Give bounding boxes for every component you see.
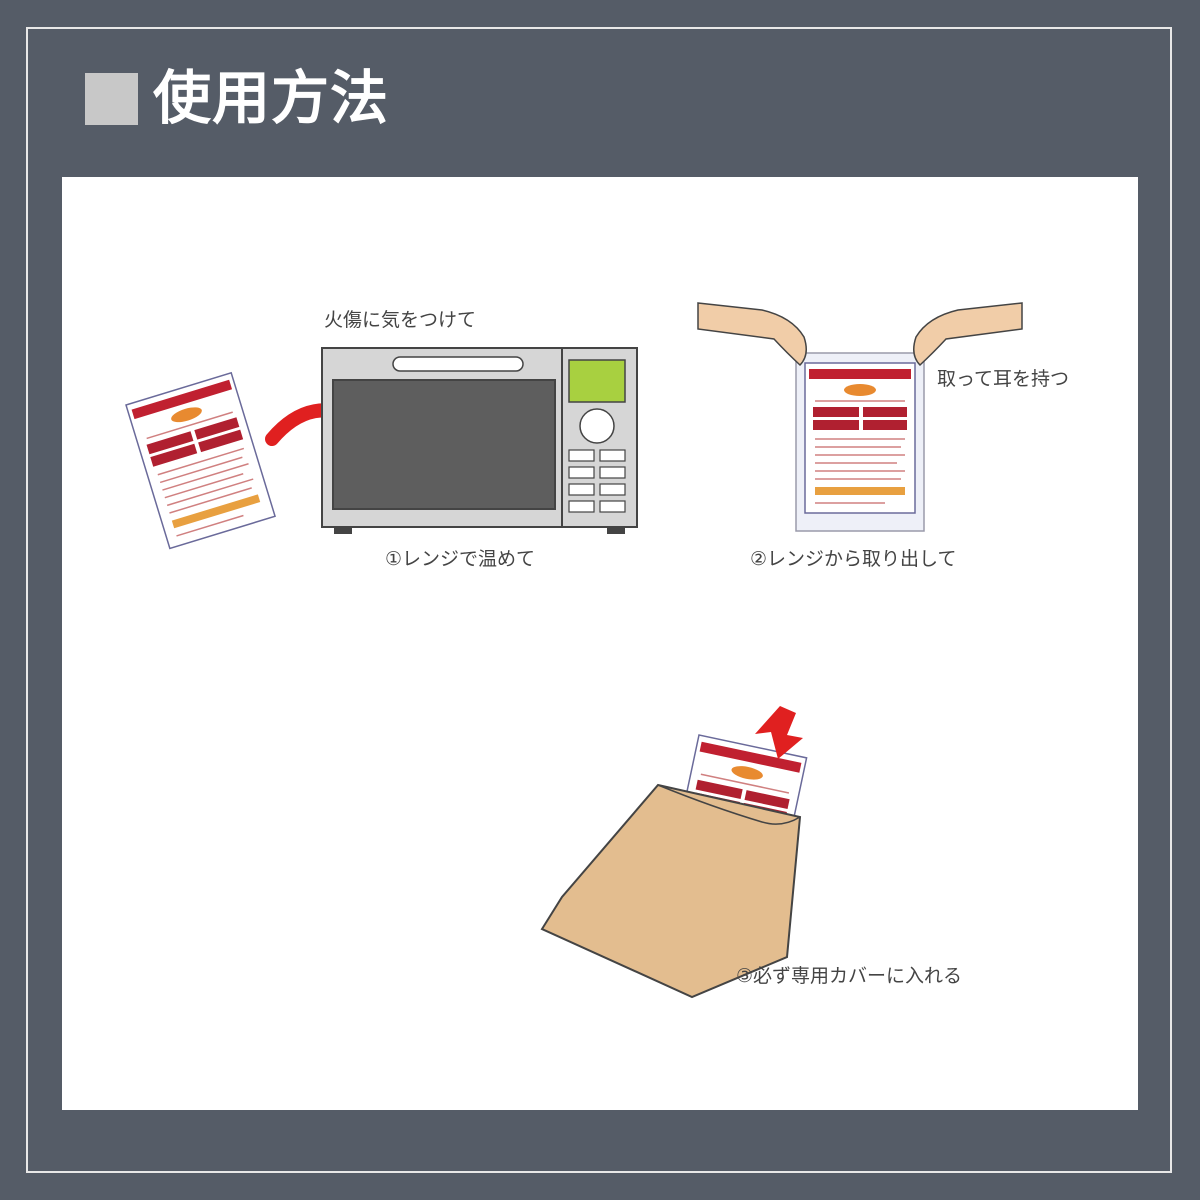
microwave-icon — [321, 347, 638, 534]
illustrations — [125, 302, 1023, 999]
held-pack-icon — [795, 352, 925, 532]
down-arrow-icon — [755, 706, 803, 759]
heat-pack-icon — [125, 372, 276, 550]
instructions-panel: 火傷に気をつけて ①レンジで温めて 取って耳を持つ ②レンジから取り出して ③必… — [62, 177, 1138, 1110]
step3-label: ③必ず専用カバーに入れる — [736, 965, 963, 987]
outer-frame — [26, 27, 1172, 1173]
cover-icon — [540, 783, 802, 999]
step2-label: ②レンジから取り出して — [750, 548, 957, 570]
step1-label: ①レンジで温めて — [385, 548, 536, 570]
hands-icon — [697, 302, 1023, 367]
caution-label: 火傷に気をつけて — [324, 309, 477, 331]
step2-note-label: 取って耳を持つ — [937, 368, 1070, 390]
page-title: 使用方法 — [153, 64, 390, 132]
title-marker-icon — [85, 73, 138, 125]
